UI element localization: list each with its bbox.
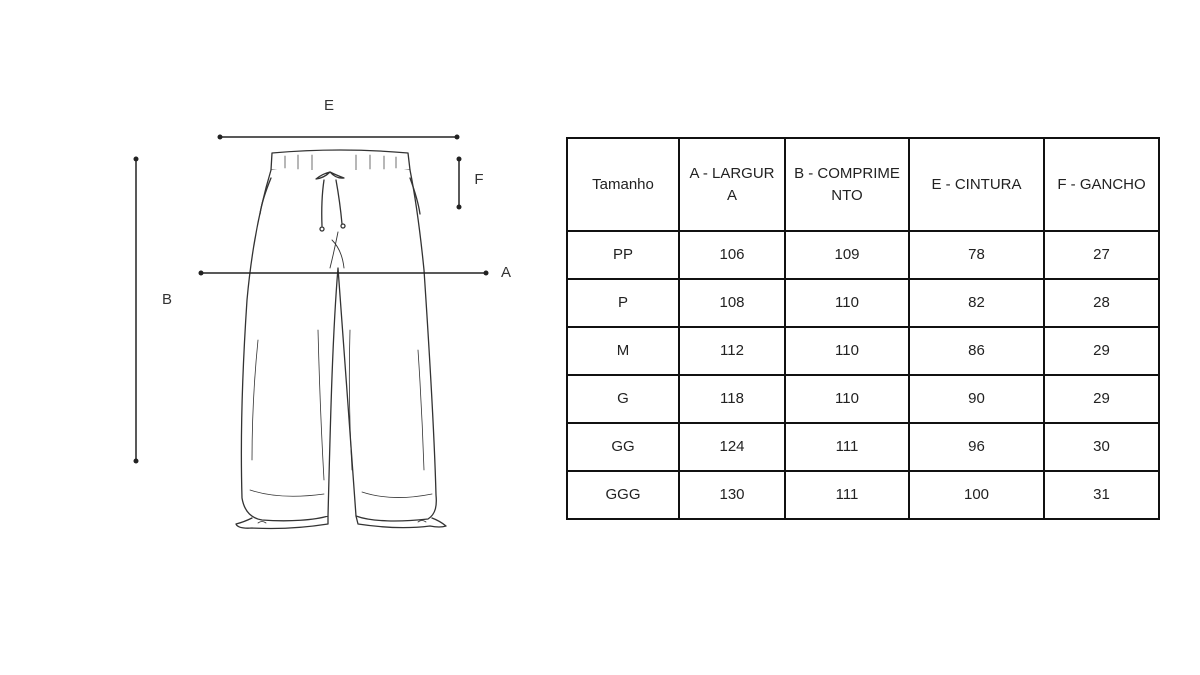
- cell-largura: 112: [678, 326, 786, 376]
- header-b-comprimento: B - COMPRIMENTO: [784, 137, 910, 232]
- table-header-row: Tamanho A - LARGURA B - COMPRIMENTO E - …: [566, 137, 1160, 232]
- header-e-cintura: E - CINTURA: [908, 137, 1045, 232]
- cell-cintura: 78: [908, 230, 1045, 280]
- cell-comprimento: 111: [784, 470, 910, 520]
- cell-largura: 108: [678, 278, 786, 328]
- cell-comprimento: 110: [784, 278, 910, 328]
- measure-a: A: [198, 264, 511, 281]
- table-row: M 112 110 86 29: [566, 326, 1160, 376]
- label-b: B: [162, 291, 172, 308]
- cell-size: P: [566, 278, 680, 328]
- table-row: P 108 110 82 28: [566, 278, 1160, 328]
- measure-e: E: [217, 97, 460, 140]
- cell-cintura: 96: [908, 422, 1045, 472]
- cell-comprimento: 110: [784, 326, 910, 376]
- header-tamanho: Tamanho: [566, 137, 680, 232]
- cell-size: GG: [566, 422, 680, 472]
- cell-gancho: 27: [1043, 230, 1160, 280]
- cell-gancho: 30: [1043, 422, 1160, 472]
- table-row: G 118 110 90 29: [566, 374, 1160, 424]
- table-row: GG 124 111 96 30: [566, 422, 1160, 472]
- cell-largura: 106: [678, 230, 786, 280]
- cell-gancho: 31: [1043, 470, 1160, 520]
- cell-cintura: 82: [908, 278, 1045, 328]
- cell-comprimento: 110: [784, 374, 910, 424]
- table-row: GGG 130 111 100 31: [566, 470, 1160, 520]
- cell-size: M: [566, 326, 680, 376]
- header-f-gancho: F - GANCHO: [1043, 137, 1160, 232]
- cell-size: PP: [566, 230, 680, 280]
- cell-size: G: [566, 374, 680, 424]
- size-chart-table: Tamanho A - LARGURA B - COMPRIMENTO E - …: [566, 137, 1160, 520]
- cell-size: GGG: [566, 470, 680, 520]
- pants-illustration: [235, 149, 447, 530]
- cell-comprimento: 109: [784, 230, 910, 280]
- cell-cintura: 90: [908, 374, 1045, 424]
- measure-b: B: [133, 156, 172, 464]
- pants-measurement-diagram: E F B: [133, 97, 511, 530]
- label-f: F: [474, 171, 483, 188]
- measure-f: F: [456, 156, 484, 210]
- cell-gancho: 29: [1043, 326, 1160, 376]
- cell-cintura: 100: [908, 470, 1045, 520]
- header-a-largura: A - LARGURA: [678, 137, 786, 232]
- table-row: PP 106 109 78 27: [566, 230, 1160, 280]
- label-a: A: [501, 264, 511, 281]
- cell-comprimento: 111: [784, 422, 910, 472]
- cell-largura: 124: [678, 422, 786, 472]
- cell-cintura: 86: [908, 326, 1045, 376]
- cell-largura: 118: [678, 374, 786, 424]
- cell-gancho: 28: [1043, 278, 1160, 328]
- label-e: E: [324, 97, 334, 114]
- cell-gancho: 29: [1043, 374, 1160, 424]
- cell-largura: 130: [678, 470, 786, 520]
